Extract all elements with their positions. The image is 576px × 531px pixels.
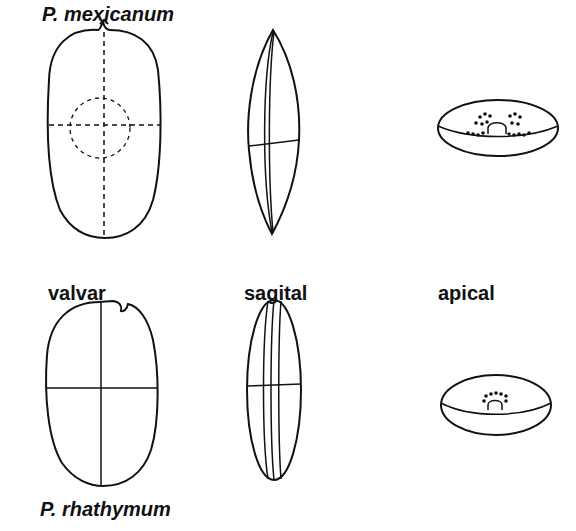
- pore-dot: [488, 114, 492, 118]
- pore-dot: [504, 394, 508, 398]
- pore-dot: [484, 394, 488, 398]
- nucleus-outline: [70, 98, 130, 158]
- view-label: apical: [438, 282, 495, 304]
- pore-dot: [508, 114, 512, 118]
- axis-line: [100, 303, 102, 485]
- pore-dot: [474, 121, 478, 125]
- pore-dot: [513, 112, 517, 116]
- pore-dot: [512, 133, 516, 137]
- cingulum-line: [264, 301, 269, 479]
- cingulum-line: [441, 403, 551, 414]
- pore-dot: [478, 115, 482, 119]
- cingulum-line: [269, 32, 274, 232]
- pore-dot: [499, 392, 503, 396]
- sagittal-outline: [247, 300, 301, 480]
- pore-dot: [518, 115, 522, 119]
- pore-dots: [466, 112, 531, 137]
- pore-dot: [510, 121, 514, 125]
- pore-dot: [466, 131, 470, 135]
- axis-line: [47, 387, 157, 389]
- species-name: P. rhathymum: [40, 498, 171, 520]
- pore-dot: [480, 122, 484, 126]
- pore-dot: [507, 132, 511, 136]
- cingulum-line: [271, 300, 274, 480]
- pore-arch: [488, 123, 506, 134]
- valvar-outline: [46, 301, 158, 486]
- pore-dot: [504, 399, 508, 403]
- valvar-outline: [48, 22, 161, 238]
- view-label: sagital: [244, 282, 307, 304]
- axis-line: [103, 32, 105, 236]
- pore-dot: [471, 132, 475, 136]
- pore-dot: [522, 133, 526, 137]
- pore-dot: [527, 131, 531, 135]
- cingulum-line: [279, 301, 281, 479]
- species-name: P. mexicanum: [42, 3, 174, 25]
- pore-dot: [483, 112, 487, 116]
- pore-dot: [482, 399, 486, 403]
- pore-dots: [482, 391, 508, 403]
- cingulum-line: [438, 126, 558, 137]
- pore-dot: [516, 122, 520, 126]
- apical-outline: [438, 100, 558, 156]
- pore-arch: [488, 401, 502, 411]
- pore-dot: [476, 133, 480, 137]
- pore-dot: [481, 131, 485, 135]
- pore-dot: [517, 132, 521, 136]
- axis-line: [249, 140, 299, 146]
- pore-dot: [494, 391, 498, 395]
- cingulum-line: [265, 32, 273, 232]
- axis-line: [247, 384, 301, 386]
- view-label: valvar: [48, 282, 106, 304]
- apical-outline: [441, 375, 551, 435]
- sagittal-outline: [248, 30, 299, 234]
- pore-dot: [489, 392, 493, 396]
- pore-dot: [485, 120, 489, 124]
